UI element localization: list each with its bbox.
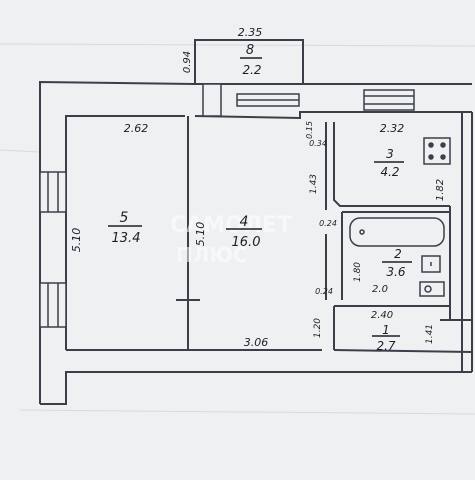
- dim-room5-height: 5.10: [70, 228, 83, 253]
- dim-room5-width: 2.62: [124, 122, 149, 135]
- room-3-area: 4.2: [380, 165, 399, 179]
- room-1-area: 2.7: [376, 339, 395, 353]
- dim-corridor-width: 2.40: [371, 310, 393, 321]
- paper-texture: [0, 43, 475, 415]
- partitions: [176, 116, 472, 350]
- dim-corridor-right: 1.41: [425, 324, 435, 344]
- windows: [39, 83, 415, 328]
- dim-room4-width: 3.06: [244, 336, 269, 349]
- dim-door-a: 1.43: [309, 174, 319, 194]
- room-labels: 8 2.2 5 13.4 4 16.0 3 4.2 2 3.6 1 2.7: [108, 43, 412, 353]
- dim-room2-width: 2.0: [372, 284, 388, 295]
- bathtub-icon: [349, 217, 445, 247]
- room-4-area: 16.0: [232, 235, 261, 250]
- room-2-area: 3.6: [386, 265, 405, 279]
- sink-icon: [421, 255, 441, 273]
- stove-icon: [423, 137, 451, 165]
- toilet-icon: [419, 281, 445, 297]
- dim-corridor-left: 1.20: [313, 318, 323, 338]
- dim-gap-b: 0.24: [315, 287, 333, 296]
- room-4-number: 4: [240, 214, 249, 230]
- balcony: [194, 39, 304, 85]
- room-2-number: 2: [394, 247, 402, 261]
- dim-balcony-width: 2.35: [238, 26, 263, 39]
- room-1-number: 1: [382, 323, 390, 337]
- dimension-labels: 2.35 0.94 2.62 5.10 5.10 3.06 2.32 1.82 …: [70, 26, 446, 349]
- dim-niche-b: 0.34: [309, 139, 327, 148]
- dim-niche-a: 0.15: [305, 121, 314, 139]
- room-8-area: 2.2: [242, 63, 261, 77]
- dim-room4-height: 5.10: [194, 222, 207, 247]
- watermark-line1: САМОЛЕТ: [170, 213, 292, 238]
- watermark-line2: ПЛЮС: [176, 243, 248, 267]
- dim-room3-width: 2.32: [380, 122, 405, 135]
- room-8-number: 8: [246, 43, 254, 58]
- fixtures: [349, 137, 451, 297]
- dim-gap-a: 0.24: [319, 219, 337, 228]
- room-5-number: 5: [120, 210, 129, 226]
- room-3-number: 3: [386, 147, 394, 161]
- dim-balcony-depth: 0.94: [182, 51, 193, 73]
- room-5-area: 13.4: [112, 231, 141, 246]
- dim-room2-height: 1.80: [353, 262, 363, 282]
- dim-room3-height: 1.82: [435, 179, 446, 201]
